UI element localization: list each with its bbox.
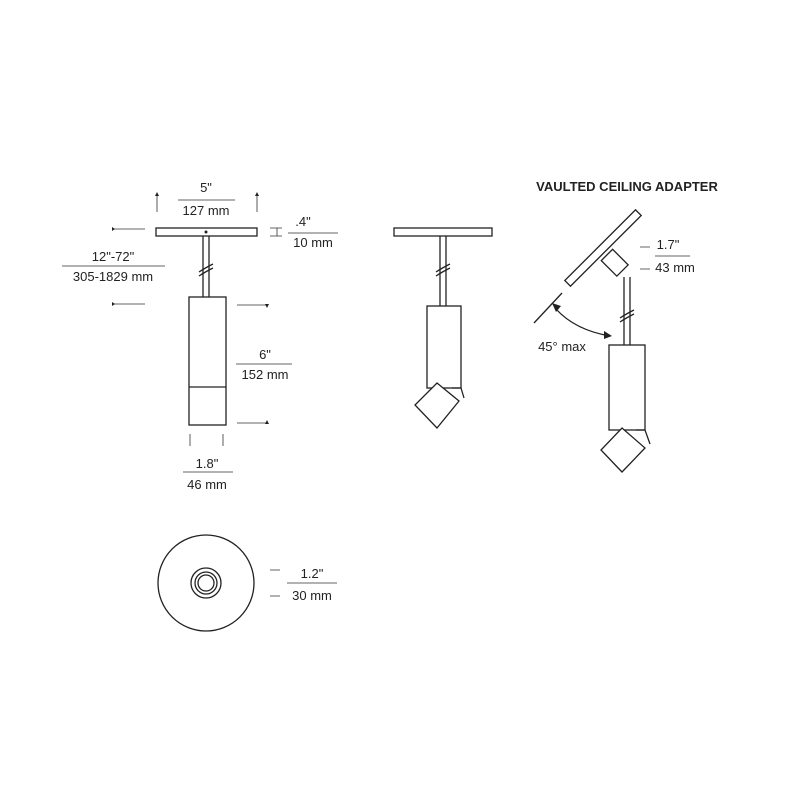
aperture-metric: 30 mm: [292, 588, 332, 603]
overall-length-metric: 305-1829 mm: [73, 269, 153, 284]
vaulted-ceiling-view: VAULTED CEILING ADAPTER 1.7" 43 mm 45° m…: [533, 179, 718, 473]
vaulted-title: VAULTED CEILING ADAPTER: [536, 179, 718, 194]
angle-label: 45° max: [538, 339, 586, 354]
angle-arc: [555, 308, 611, 337]
overall-length-imperial: 12"-72": [92, 249, 135, 264]
aperture-imperial: 1.2": [301, 566, 324, 581]
fixture-body: [188, 296, 227, 426]
bottom-view: 1.2" 30 mm: [157, 534, 337, 632]
body-diameter-imperial: 1.8": [196, 456, 219, 471]
break-symbol: [198, 263, 214, 277]
canopy-width-metric: 127 mm: [183, 203, 230, 218]
body-length-imperial: 6": [259, 347, 271, 362]
adapter-height-metric: 43 mm: [655, 260, 695, 275]
front-view: 5" 127 mm .4" 10 mm 12"-72" 305-1829 mm …: [62, 180, 338, 492]
canopy-width-imperial: 5": [200, 180, 212, 195]
canopy-height-imperial: .4": [295, 214, 311, 229]
angle-reference-line: [533, 292, 563, 324]
angled-head-view: [393, 227, 493, 429]
adapter-height-imperial: 1.7": [657, 237, 680, 252]
canopy-height-metric: 10 mm: [293, 235, 333, 250]
body-diameter-metric: 46 mm: [187, 477, 227, 492]
body-length-metric: 152 mm: [242, 367, 289, 382]
